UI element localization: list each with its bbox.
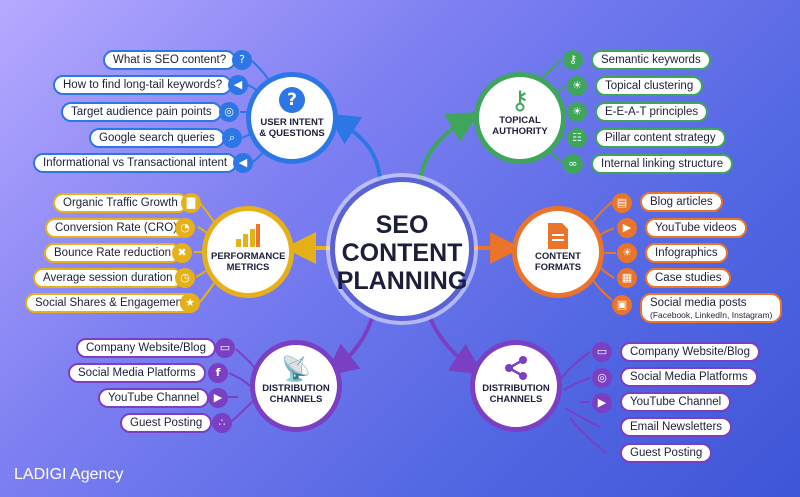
- hub-content-formats: CONTENT FORMATS: [512, 206, 604, 298]
- stopwatch-icon: ◷: [175, 268, 195, 288]
- dist-left-item: Social Media Platforms: [68, 363, 206, 383]
- bar-chart-icon: [207, 223, 289, 251]
- instagram-icon: ◎: [592, 368, 612, 388]
- performance-item: Average session duration: [33, 268, 183, 288]
- document-icon: ▤: [612, 193, 632, 213]
- share-icon: ∴: [212, 413, 232, 433]
- pie-chart-icon: ◔: [175, 218, 195, 238]
- hub-title-line-1: PERFORMANCE: [211, 251, 286, 262]
- hub-title-line-1: DISTRIBUTION: [482, 383, 550, 394]
- topical-item: Internal linking structure: [591, 154, 734, 174]
- performance-item: Bounce Rate reduction: [44, 243, 181, 263]
- user-intent-item: What is SEO content?: [103, 50, 237, 70]
- search-icon: ⌕: [222, 128, 242, 148]
- format-item-label: Social media posts: [650, 297, 747, 309]
- user-intent-item: Target audience pain points: [61, 102, 222, 122]
- hub-title-line-1: TOPICAL: [499, 115, 541, 126]
- hub-distribution-left: 📡 DISTRIBUTION CHANNELS: [250, 340, 342, 432]
- play-icon: ▶: [592, 393, 612, 413]
- sitemap-icon: ☷: [567, 128, 587, 148]
- arrows-icon: ✖: [172, 243, 192, 263]
- performance-item: Conversion Rate (CRO): [45, 218, 188, 238]
- format-item: Blog articles: [640, 192, 723, 212]
- dist-left-item: YouTube Channel: [98, 388, 210, 408]
- performance-item: Social Shares & Engagement: [25, 293, 196, 313]
- topical-item: Pillar content strategy: [595, 128, 726, 148]
- arrow-dist-right: [428, 317, 484, 375]
- hub-user-intent: ? USER INTENT & QUESTIONS: [246, 72, 338, 164]
- hub-title-line-1: DISTRIBUTION: [262, 383, 330, 394]
- arrow-topical: [418, 112, 480, 181]
- hub-title-line-1: CONTENT: [535, 251, 581, 262]
- hub-title-line-2: CHANNELS: [489, 394, 543, 405]
- user-intent-item: Google search queries: [89, 128, 225, 148]
- format-item-social: Social media posts (Facebook, LinkedIn, …: [640, 293, 783, 323]
- hub-title-line-1: USER INTENT: [260, 117, 324, 128]
- question-icon: ?: [232, 50, 252, 70]
- arrow-user-intent: [326, 113, 382, 181]
- format-item: Infographics: [645, 243, 728, 263]
- format-item: Case studies: [645, 268, 732, 288]
- arrow-dist-left: [325, 317, 374, 376]
- chart-doc-icon: ▦: [617, 268, 637, 288]
- user-intent-item: Informational vs Transactional intent: [33, 153, 238, 173]
- dist-right-item: Social Media Platforms: [620, 367, 758, 387]
- lightbulb-icon: ☀: [617, 243, 637, 263]
- format-item-sub: (Facebook, LinkedIn, Instagram): [650, 310, 773, 320]
- target-icon: ◎: [219, 102, 239, 122]
- question-icon: ?: [279, 87, 305, 113]
- center-title-line-1: SEO: [375, 211, 429, 239]
- monitor-icon: ▭: [592, 342, 612, 362]
- hub-title-line-2: AUTHORITY: [492, 126, 548, 137]
- center-title-line-2: CONTENT: [341, 239, 463, 267]
- megaphone-icon: ◀: [233, 153, 253, 173]
- user-intent-item: How to find long-tail keywords?: [53, 75, 233, 95]
- play-icon: ▶: [617, 218, 637, 238]
- dist-left-item: Guest Posting: [120, 413, 213, 433]
- dist-right-item: Company Website/Blog: [620, 342, 760, 362]
- monitor-icon: ▭: [215, 338, 235, 358]
- topical-item: Topical clustering: [595, 76, 704, 96]
- facebook-icon: f: [208, 363, 228, 383]
- dist-right-item: Guest Posting: [620, 443, 713, 463]
- center-title-line-3: PLANNING: [336, 267, 468, 295]
- key-icon: ⚷: [510, 86, 530, 116]
- hub-title-line-2: & QUESTIONS: [259, 128, 325, 139]
- link-icon: ∞: [563, 154, 583, 174]
- megaphone-icon: ◀: [228, 75, 248, 95]
- hub-distribution-right: DISTRIBUTION CHANNELS: [470, 340, 562, 432]
- lightbulb-icon: ☀: [567, 76, 587, 96]
- topical-item: E-E-A-T principles: [595, 102, 709, 122]
- satellite-dish-icon: 📡: [281, 355, 311, 383]
- bar-chart-icon: ▇: [181, 193, 201, 213]
- trophy-icon: ★: [180, 293, 200, 313]
- hub-title-line-2: FORMATS: [534, 262, 582, 273]
- hub-title-line-2: CHANNELS: [269, 394, 323, 405]
- hub-topical-authority: ⚷ TOPICAL AUTHORITY: [474, 72, 566, 164]
- key-icon: ⚷: [563, 50, 583, 70]
- dist-left-item: Company Website/Blog: [76, 338, 216, 358]
- brand-watermark: LADIGI Agency: [14, 466, 124, 483]
- hub-performance-metrics: PERFORMANCE METRICS: [202, 206, 294, 298]
- dist-right-item: YouTube Channel: [620, 392, 732, 412]
- share-icon: [475, 355, 557, 383]
- document-icon: [517, 223, 599, 251]
- format-item: YouTube videos: [645, 218, 747, 238]
- performance-item: Organic Traffic Growth: [53, 193, 188, 213]
- hub-title-line-2: METRICS: [226, 262, 270, 273]
- topical-item: Semantic keywords: [591, 50, 711, 70]
- lightbulb-icon: ☀: [567, 102, 587, 122]
- dist-right-item: Email Newsletters: [620, 417, 733, 437]
- center-hub: SEO CONTENT PLANNING: [330, 177, 474, 321]
- play-icon: ▶: [208, 388, 228, 408]
- image-icon: ▣: [612, 295, 632, 315]
